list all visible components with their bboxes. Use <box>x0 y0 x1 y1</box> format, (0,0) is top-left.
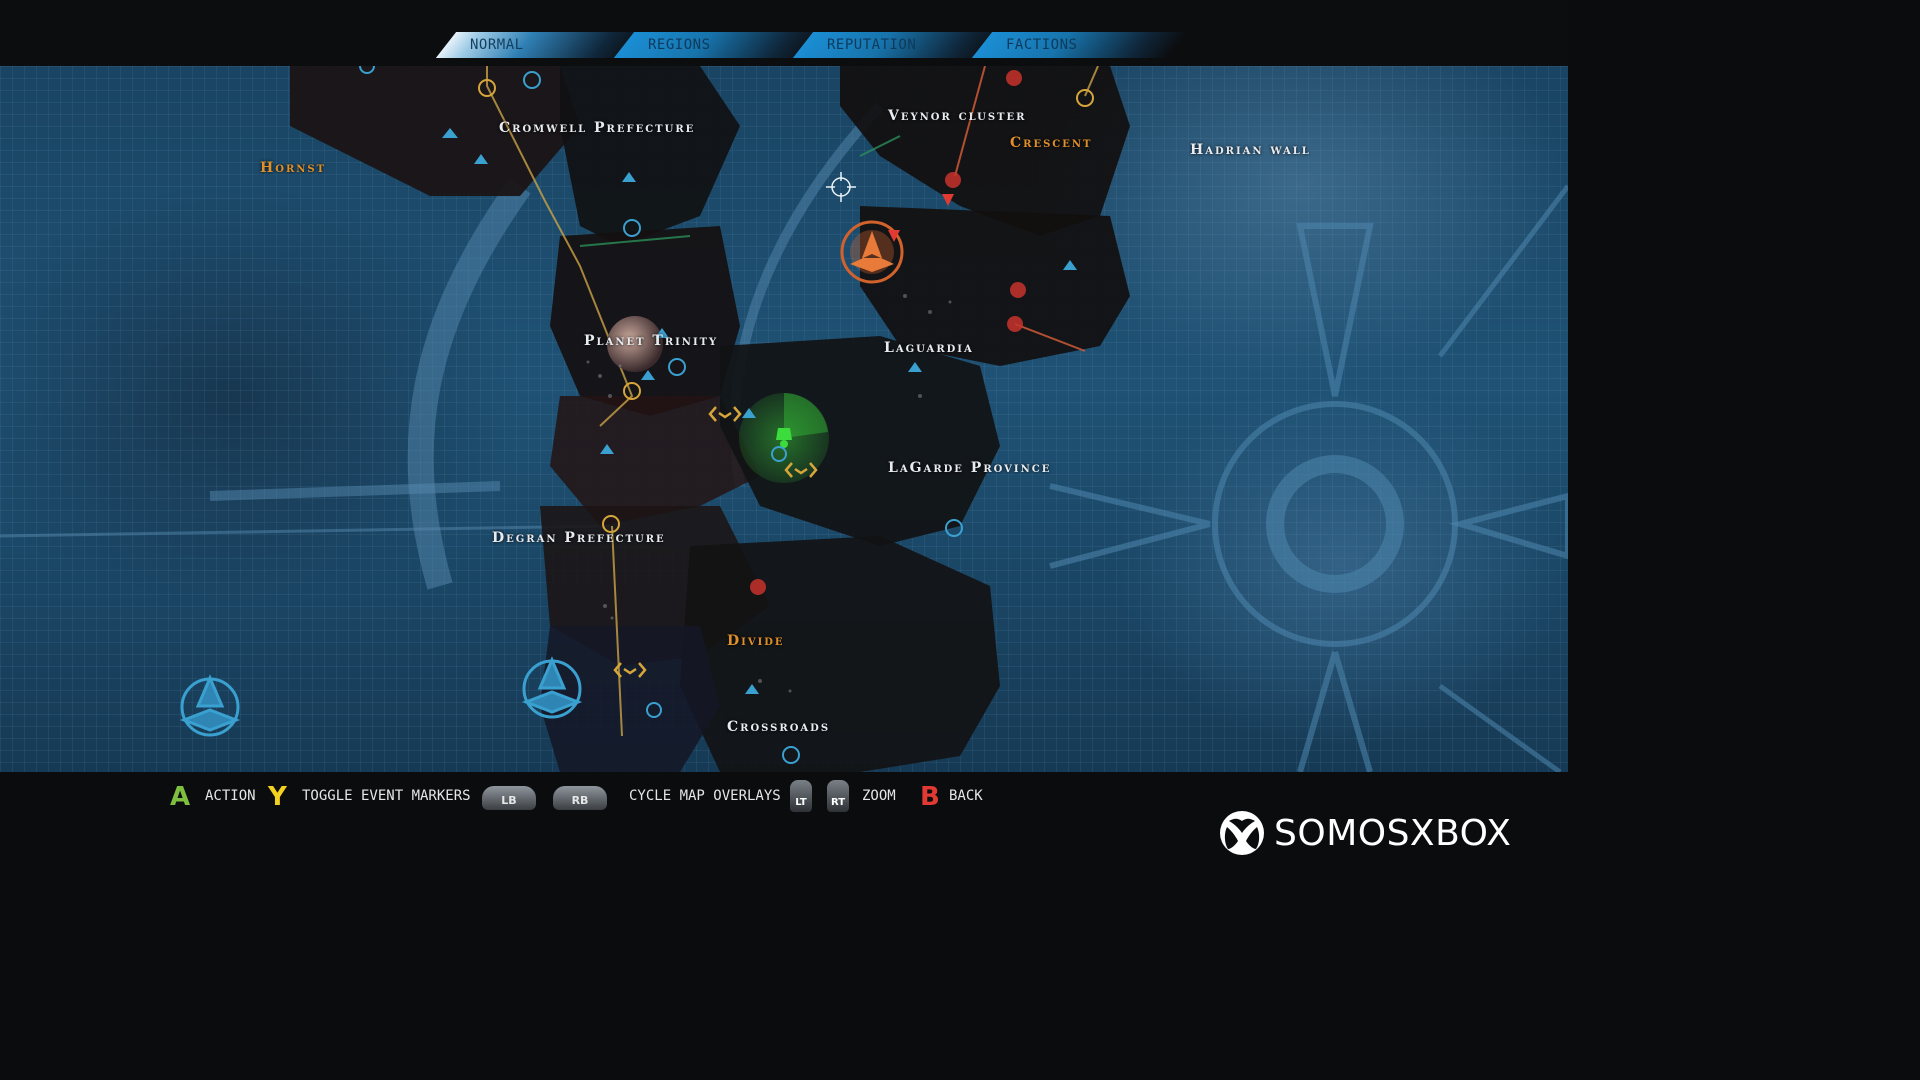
toggle-event-markers-hint[interactable]: TOGGLE EVENT MARKERS <box>302 788 471 804</box>
action-hint[interactable]: ACTION <box>205 788 256 804</box>
region-label-trinity: Planet Trinity <box>584 333 719 349</box>
tab-factions[interactable]: FACTIONS <box>971 32 1189 58</box>
galaxy-map[interactable]: Cromwell Prefecture Veynor cluster Cresc… <box>0 66 1568 772</box>
region-label-hornst: Hornst <box>260 160 327 176</box>
friendly-base-icon[interactable] <box>179 674 241 737</box>
tab-reputation-label: REPUTATION <box>827 37 917 53</box>
hex-territory <box>290 66 1130 772</box>
player-ship-icon <box>776 428 792 448</box>
region-label-cromwell: Cromwell Prefecture <box>499 120 696 136</box>
route-lines <box>486 66 1099 737</box>
region-label-degran: Degran Prefecture <box>492 530 666 546</box>
tab-normal-label: NORMAL <box>470 37 524 53</box>
asteroid-field <box>586 294 952 693</box>
crosshair-icon <box>826 172 856 202</box>
event-marker-icon[interactable] <box>613 406 818 678</box>
background-emblem <box>1049 184 1568 772</box>
lt-label: LT <box>795 797 807 808</box>
watermark-text: SOMOSXBOX <box>1274 812 1512 854</box>
friendly-base-icon[interactable] <box>521 656 583 719</box>
lt-trigger-icon[interactable]: LT <box>790 780 812 812</box>
region-label-lagarde: LaGarde Province <box>888 460 1052 476</box>
back-hint[interactable]: BACK <box>949 788 983 804</box>
hostile-marker-icon[interactable] <box>750 70 1026 595</box>
a-button-icon: A <box>170 782 191 812</box>
lb-bumper-icon[interactable]: LB <box>482 786 536 810</box>
watermark: SOMOSXBOX <box>1218 808 1511 858</box>
gold-marker-icon[interactable] <box>478 79 1094 533</box>
y-button-icon: Y <box>268 782 287 812</box>
zoom-hint[interactable]: ZOOM <box>862 788 896 804</box>
region-label-crescent: Crescent <box>1010 135 1093 151</box>
region-label-laguardia: Laguardia <box>884 340 974 356</box>
friendly-unit-icon <box>442 128 1077 694</box>
tab-regions-label: REGIONS <box>648 37 711 53</box>
overlay-tab-bar: NORMAL REGIONS REPUTATION FACTIONS <box>0 0 1568 66</box>
xbox-logo-icon <box>1220 811 1264 855</box>
region-label-veynor: Veynor cluster <box>888 108 1027 124</box>
rt-trigger-icon[interactable]: RT <box>827 780 849 812</box>
rb-label: RB <box>571 794 589 807</box>
map-artwork <box>0 66 1568 772</box>
region-label-divide: Divide <box>727 633 785 649</box>
hostile-unit-icon <box>888 194 954 242</box>
tab-factions-label: FACTIONS <box>1006 37 1078 53</box>
control-hints-bar: A ACTION Y TOGGLE EVENT MARKERS LB RB CY… <box>0 772 1568 882</box>
planet-trinity[interactable] <box>607 316 663 372</box>
b-button-icon: B <box>920 782 940 812</box>
player-zone[interactable] <box>739 393 829 483</box>
enemy-base-icon[interactable] <box>840 220 904 284</box>
region-label-crossroads: Crossroads <box>727 719 831 735</box>
region-label-hadrian: Hadrian wall <box>1190 142 1311 158</box>
rb-bumper-icon[interactable]: RB <box>553 786 607 810</box>
friendly-marker-icon[interactable] <box>359 66 963 764</box>
rt-label: RT <box>830 797 846 808</box>
lb-label: LB <box>501 794 517 807</box>
cycle-map-overlays-hint[interactable]: CYCLE MAP OVERLAYS <box>629 788 781 804</box>
